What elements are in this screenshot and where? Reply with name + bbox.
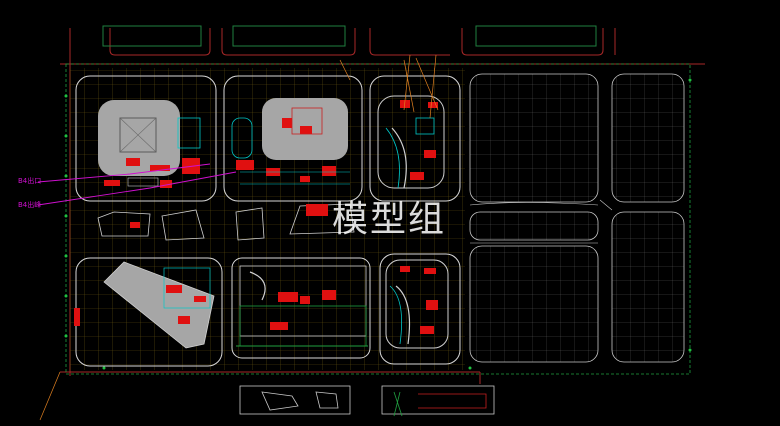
annotation-leaders (37, 163, 237, 206)
annotation-label-exit: B4出口 (18, 177, 42, 185)
building-2 (231, 98, 350, 185)
watermark-text: 模型组 (332, 199, 447, 240)
top-blocks (102, 25, 597, 47)
annotation-label-peak: B4出峰 (18, 201, 42, 209)
survey-lines (39, 54, 439, 421)
building-5 (236, 265, 368, 347)
right-grid-blocks (469, 73, 685, 363)
building-6 (385, 259, 449, 349)
small-buildings (97, 203, 355, 241)
boundary-markers (64, 78, 692, 370)
detail-drawings (239, 385, 495, 417)
building-4 (74, 261, 215, 349)
site-boundary (65, 63, 691, 375)
